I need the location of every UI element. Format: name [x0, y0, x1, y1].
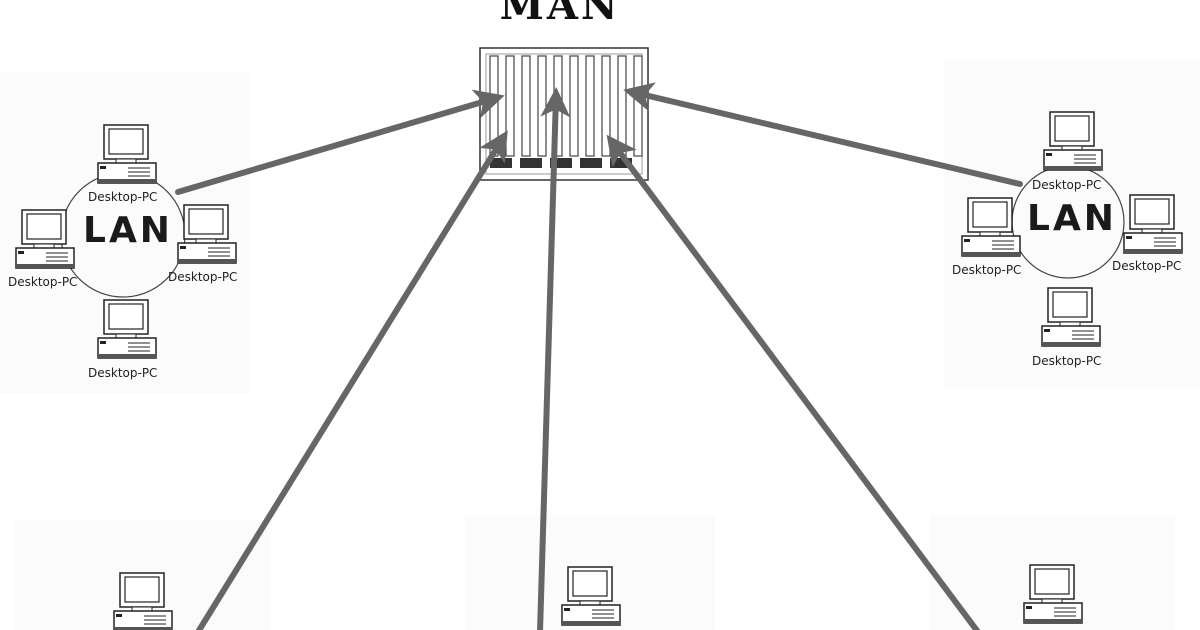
arrow-left-lan-to-man — [175, 89, 505, 195]
lan-cluster-left — [15, 124, 237, 359]
desktop-pc-icon — [177, 204, 237, 264]
desktop-pc-icon — [961, 197, 1021, 257]
desktop-pc-icon — [1041, 287, 1101, 347]
arrow-bottom-left-to-man — [195, 130, 508, 630]
pc-label: Desktop-PC — [1032, 178, 1102, 192]
arrow-right-lan-to-man — [623, 82, 1023, 187]
pc-label: Desktop-PC — [168, 270, 238, 284]
pc-label: Desktop-PC — [1112, 259, 1182, 273]
desktop-pc-icon — [15, 209, 75, 269]
arrow-bottom-right-to-man — [606, 134, 981, 630]
desktop-pc-icon — [1043, 111, 1103, 171]
pc-label: Desktop-PC — [952, 263, 1022, 277]
desktop-pc-icon — [561, 566, 621, 626]
lan-cluster-right — [961, 111, 1183, 347]
desktop-pc-icon — [113, 572, 173, 630]
desktop-pc-icon — [1023, 564, 1083, 624]
lan-label-left: LAN — [83, 210, 173, 251]
arrow-bottom-center-to-man — [537, 87, 571, 630]
desktop-pc-icon — [97, 124, 157, 184]
pc-label: Desktop-PC — [88, 190, 158, 204]
lan-label-right: LAN — [1027, 198, 1117, 239]
pc-label: Desktop-PC — [8, 275, 78, 289]
man-title: MAN — [499, 0, 621, 29]
desktop-pc-icon — [97, 299, 157, 359]
desktop-pc-icon — [1123, 194, 1183, 254]
pc-label: Desktop-PC — [88, 366, 158, 380]
pc-label: Desktop-PC — [1032, 354, 1102, 368]
